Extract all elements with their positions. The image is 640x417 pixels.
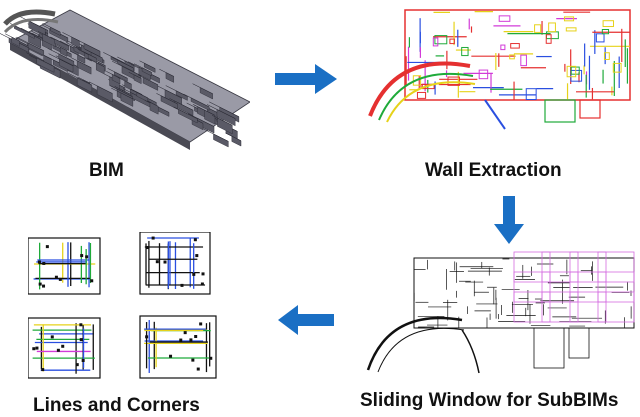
wall-extraction-label: Wall Extraction [425, 160, 562, 181]
lines-corners-label: Lines and Corners [33, 395, 200, 416]
subbim-tile-4 [139, 315, 217, 379]
lines-corners-grid [28, 232, 217, 379]
bim-3d-model [0, 9, 250, 150]
subbim-tile-2 [139, 232, 211, 295]
wall-extraction-plan [368, 9, 631, 130]
wall-extraction-image [365, 4, 640, 144]
subbim-tile-3 [28, 317, 101, 379]
arrow-left-icon [278, 305, 334, 340]
subbim-tile-1 [28, 237, 101, 295]
arrow-down-icon [494, 196, 524, 249]
sliding-window-image [364, 248, 640, 376]
arrow-right-icon [275, 64, 337, 99]
lines-corners-image [28, 232, 224, 386]
sliding-window-label: Sliding Window for SubBIMs [360, 390, 619, 411]
bim-label: BIM [89, 160, 124, 181]
sliding-window-plan [366, 251, 635, 374]
bim-model-image [0, 2, 250, 152]
